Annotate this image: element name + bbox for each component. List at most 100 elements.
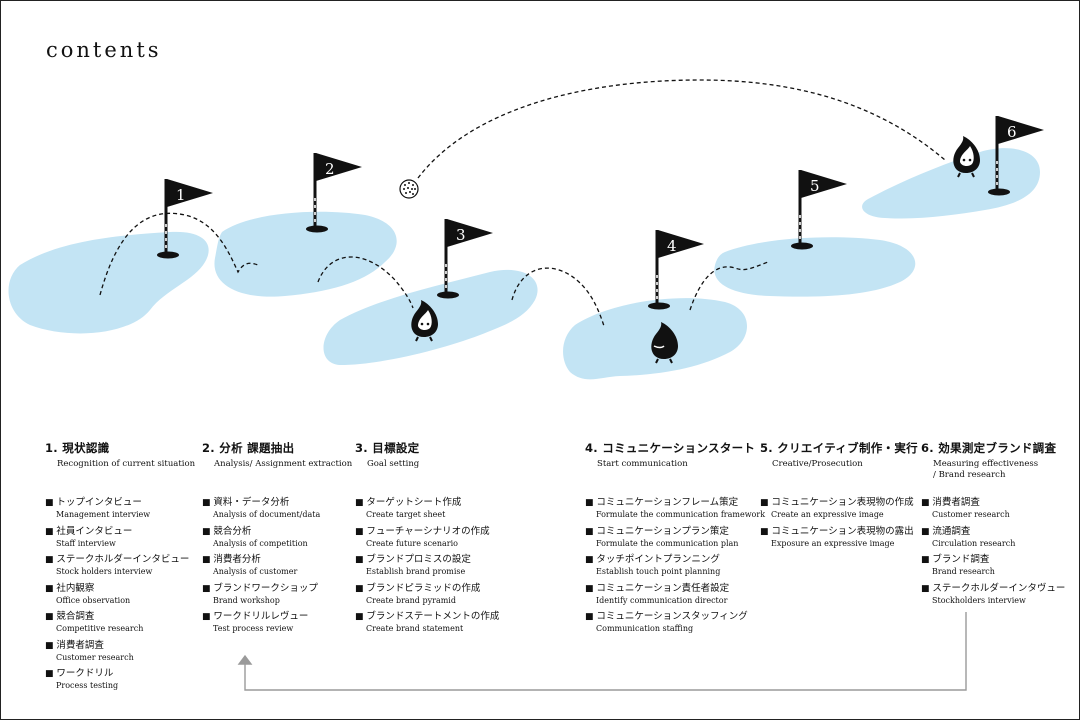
flame-mascot-icon-1 — [411, 300, 438, 342]
step-4-items: コミュニケーションフレーム策定 Formulate the communicati… — [585, 494, 765, 637]
step-heading: 6. 効果測定ブランド調査 — [921, 441, 1057, 455]
item-ja: 資料・データ分析 — [202, 494, 320, 508]
flag-2: 2 — [306, 153, 362, 233]
flag-3: 3 — [437, 219, 493, 299]
flag-6: 6 — [988, 116, 1044, 196]
list-item: コミュニケーション表現物の作成 Create an expressive imag… — [760, 494, 914, 523]
item-en: Communication staffing — [596, 624, 694, 633]
item-en: Customer research — [932, 510, 1010, 519]
flame-mascot-icon-3 — [953, 136, 980, 178]
item-en: Office observation — [56, 595, 131, 605]
item-en: Management interview — [56, 510, 151, 519]
item-ja: トップインタビュー — [45, 494, 189, 508]
step-heading: 2. 分析 課題抽出 — [202, 441, 295, 455]
item-en: Stockholders interview — [932, 595, 1026, 605]
list-item: ターゲットシート作成 Create target sheet — [355, 494, 499, 523]
flame-mascot-icon-2 — [651, 322, 678, 364]
green-6 — [862, 148, 1040, 219]
item-en: Stock holders interview — [56, 567, 153, 576]
flag-5: 5 — [791, 170, 847, 250]
item-en: Brand research — [932, 567, 995, 576]
item-en: Create brand statement — [366, 624, 464, 633]
step-subtitle: Recognition of current situation — [57, 459, 196, 469]
flag-1: 1 — [157, 179, 213, 259]
item-en: Brand workshop — [213, 595, 280, 605]
golf-ball-icon — [399, 179, 419, 199]
item-ja: ターゲットシート作成 — [355, 494, 499, 508]
item-ja: 社員インタビュー — [45, 523, 189, 537]
item-ja: コミュニケーション責任者設定 — [585, 580, 765, 594]
flag-number: 4 — [667, 237, 677, 255]
item-ja: 競合調査 — [45, 608, 189, 622]
item-en: Exposure an expressive image — [771, 538, 895, 548]
step-heading: 5. クリエイティブ制作・実行 — [760, 441, 918, 455]
item-ja: フューチャーシナリオの作成 — [355, 523, 499, 537]
item-en: Staff interview — [56, 538, 116, 548]
trajectory-3-4 — [511, 267, 605, 327]
step-2-header: 2. 分析 課題抽出 Analysis/ Assignment extractio… — [202, 440, 352, 470]
step-subtitle: Creative/Prosecution — [772, 459, 863, 469]
item-ja: ワークドリル — [45, 665, 189, 679]
step-subtitle: Measuring effectiveness / Brand research — [933, 459, 1039, 480]
item-ja: ブランドプロミスの設定 — [355, 551, 499, 565]
item-ja: 流通調査 — [921, 523, 1065, 537]
item-en: Customer research — [56, 652, 134, 662]
list-item: コミュニケーションスタッフィング Communication staffing — [585, 608, 765, 637]
item-ja: コミュニケーションスタッフィング — [585, 608, 765, 622]
step-subtitle: Goal setting — [367, 459, 420, 469]
step-subtitle: Start communication — [597, 459, 688, 469]
list-item: ブランドステートメントの作成 Create brand statement — [355, 608, 499, 637]
green-2 — [214, 211, 397, 297]
item-ja: ブランドステートメントの作成 — [355, 608, 499, 622]
item-ja: コミュニケーション表現物の作成 — [760, 494, 913, 508]
step-1-items: トップインタビュー Management interview 社員インタビューSta… — [45, 494, 189, 694]
step-3-items: ターゲットシート作成 Create target sheet フューチャーシナリオの… — [355, 494, 499, 637]
item-en: Identify communication director — [596, 595, 728, 605]
item-en: Create an expressive image — [771, 510, 884, 519]
step-heading: 1. 現状認識 — [45, 441, 110, 455]
item-ja: 消費者分析 — [202, 551, 320, 565]
flag-number: 5 — [810, 177, 820, 195]
list-item: ブランド調査 Brand research — [921, 551, 1065, 580]
step-subtitle: Analysis/ Assignment extraction — [214, 459, 353, 469]
item-ja: ワークドリルレヴュー — [202, 608, 320, 622]
item-ja: ブランド調査 — [921, 551, 1065, 565]
green-1 — [8, 231, 209, 334]
item-ja: タッチポイントプランニング — [585, 551, 765, 565]
item-ja: コミュニケーションフレーム策定 — [585, 494, 765, 508]
list-item: タッチポイントプランニング Establish touch point plann… — [585, 551, 765, 580]
return-arrow — [237, 612, 967, 691]
item-ja: 消費者調査 — [45, 637, 189, 651]
list-item: ワークドリルレヴュー Test process review — [202, 608, 320, 637]
trajectory-4-5 — [689, 261, 769, 311]
item-ja: コミュニケーションプラン策定 — [585, 523, 765, 537]
item-en: Establish touch point planning — [596, 567, 721, 576]
item-en: Create target sheet — [366, 510, 446, 519]
item-en: Test process review — [213, 624, 294, 633]
item-en: Create brand pyramid — [366, 595, 456, 605]
step-1-header: 1. 現状認識 Recognition of current situation — [45, 440, 195, 470]
list-item: コミュニケーションフレーム策定 Formulate the communicati… — [585, 494, 765, 523]
step-5-header: 5. クリエイティブ制作・実行 Creative/Prosecution — [760, 440, 918, 470]
step-6-header: 6. 効果測定ブランド調査 Measuring effectiveness / B… — [921, 440, 1056, 481]
item-en: Analysis of competition — [213, 538, 308, 548]
flag-number: 1 — [176, 186, 186, 204]
item-en: Formulate the communication framework — [596, 510, 766, 519]
